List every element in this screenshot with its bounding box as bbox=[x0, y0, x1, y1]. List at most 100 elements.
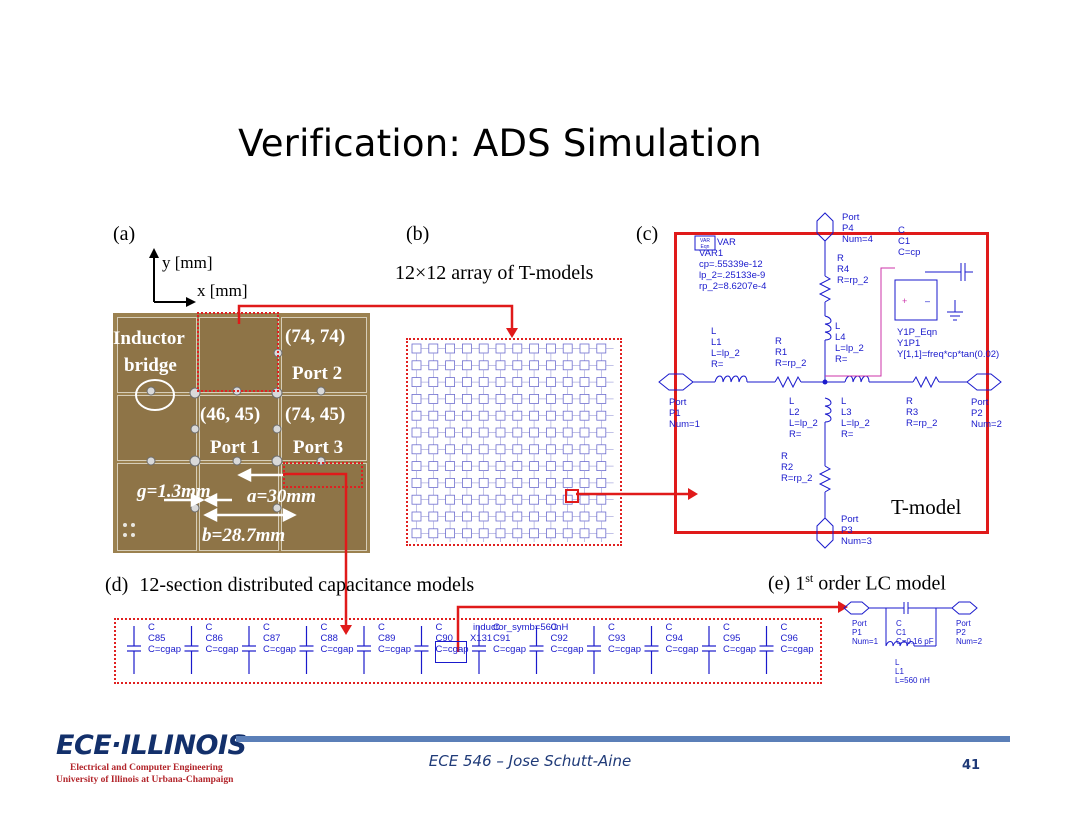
array-cell bbox=[545, 410, 556, 421]
array-cell bbox=[562, 461, 573, 471]
t-model-label: T-model bbox=[891, 495, 962, 519]
array-cell bbox=[445, 394, 455, 404]
array-cell bbox=[411, 444, 422, 455]
logo-subtitle-2: University of Illinois at Urbana-Champai… bbox=[56, 775, 234, 785]
array-cell bbox=[495, 410, 506, 421]
array-cell bbox=[411, 343, 422, 354]
panel-c-label: (c) bbox=[636, 223, 659, 245]
array-cell bbox=[579, 360, 590, 371]
array-cell bbox=[478, 494, 489, 505]
capacitor-symbol bbox=[414, 626, 429, 674]
array-cell bbox=[445, 377, 455, 387]
footer-rule bbox=[236, 736, 1010, 742]
array-cell bbox=[428, 511, 439, 522]
capacitor-symbol bbox=[587, 626, 601, 674]
array-cell bbox=[411, 394, 422, 404]
array-cell bbox=[529, 528, 539, 539]
array-cell bbox=[411, 410, 422, 421]
array-cell bbox=[411, 360, 422, 371]
array-cell bbox=[579, 410, 590, 421]
array-cell bbox=[545, 360, 556, 371]
capacitor-symbol bbox=[184, 626, 199, 674]
array-cell bbox=[529, 427, 539, 438]
array-cell bbox=[529, 410, 539, 421]
array-cell bbox=[512, 360, 523, 371]
array-cell bbox=[512, 461, 523, 471]
array-cell bbox=[529, 511, 539, 522]
array-cell bbox=[462, 343, 472, 354]
array-cell bbox=[478, 444, 489, 455]
array-cell bbox=[596, 461, 607, 471]
array-cell bbox=[411, 377, 422, 387]
b-dimension: b=28.7mm bbox=[202, 525, 286, 546]
inductor-symbol-label: inductor_symb=560nH bbox=[473, 622, 569, 633]
array-cell bbox=[596, 477, 607, 488]
array-cell bbox=[596, 377, 607, 387]
capacitor-symbol bbox=[357, 626, 371, 674]
array-cell bbox=[529, 394, 539, 404]
array-cell bbox=[512, 511, 523, 522]
array-cell bbox=[495, 494, 506, 505]
array-cell bbox=[478, 477, 489, 488]
svg-text:–: – bbox=[925, 296, 930, 306]
array-cell bbox=[462, 360, 472, 371]
array-cell bbox=[495, 427, 506, 438]
capacitor-symbol bbox=[759, 626, 774, 674]
selection-box-edge bbox=[283, 462, 363, 488]
array-cell bbox=[579, 427, 590, 438]
array-cell bbox=[495, 394, 506, 404]
array-cell bbox=[596, 410, 607, 421]
array-cell bbox=[579, 343, 590, 354]
array-cell bbox=[445, 343, 455, 354]
array-cell bbox=[445, 494, 455, 505]
array-cell bbox=[512, 477, 523, 488]
array-cell bbox=[545, 528, 556, 539]
panel-e-caption: order LC model bbox=[813, 572, 946, 595]
array-cell bbox=[579, 444, 590, 455]
array-cell bbox=[478, 377, 489, 387]
coord-74-45: (74, 45) bbox=[285, 404, 346, 425]
array-cell bbox=[428, 427, 439, 438]
panel-b-caption: 12×12 array of T-models bbox=[395, 262, 594, 284]
array-cell bbox=[562, 360, 573, 371]
array-cell bbox=[545, 511, 556, 522]
array-cell bbox=[428, 343, 439, 354]
port2-label: Port 2 bbox=[292, 363, 343, 384]
array-cell bbox=[529, 343, 539, 354]
array-cell bbox=[462, 461, 472, 471]
array-cell bbox=[512, 427, 523, 438]
array-cell bbox=[495, 377, 506, 387]
capacitor-symbol bbox=[529, 626, 544, 674]
panel-d-label: (d) bbox=[105, 574, 129, 596]
array-cell bbox=[562, 377, 573, 387]
capacitor-symbol bbox=[242, 626, 256, 674]
array-cell bbox=[445, 360, 455, 371]
array-cell bbox=[579, 477, 590, 488]
coord-46-45: (46, 45) bbox=[200, 404, 261, 425]
capacitor-symbol bbox=[299, 626, 314, 674]
array-cell bbox=[428, 444, 439, 455]
array-cell bbox=[529, 444, 539, 455]
axis-icon bbox=[149, 248, 196, 307]
array-cell bbox=[545, 461, 556, 471]
array-cell bbox=[596, 427, 607, 438]
array-cell bbox=[579, 394, 590, 404]
array-cell bbox=[512, 410, 523, 421]
lc-model-schematic bbox=[843, 601, 978, 647]
array-cell bbox=[512, 343, 523, 354]
array-cell bbox=[411, 528, 422, 539]
